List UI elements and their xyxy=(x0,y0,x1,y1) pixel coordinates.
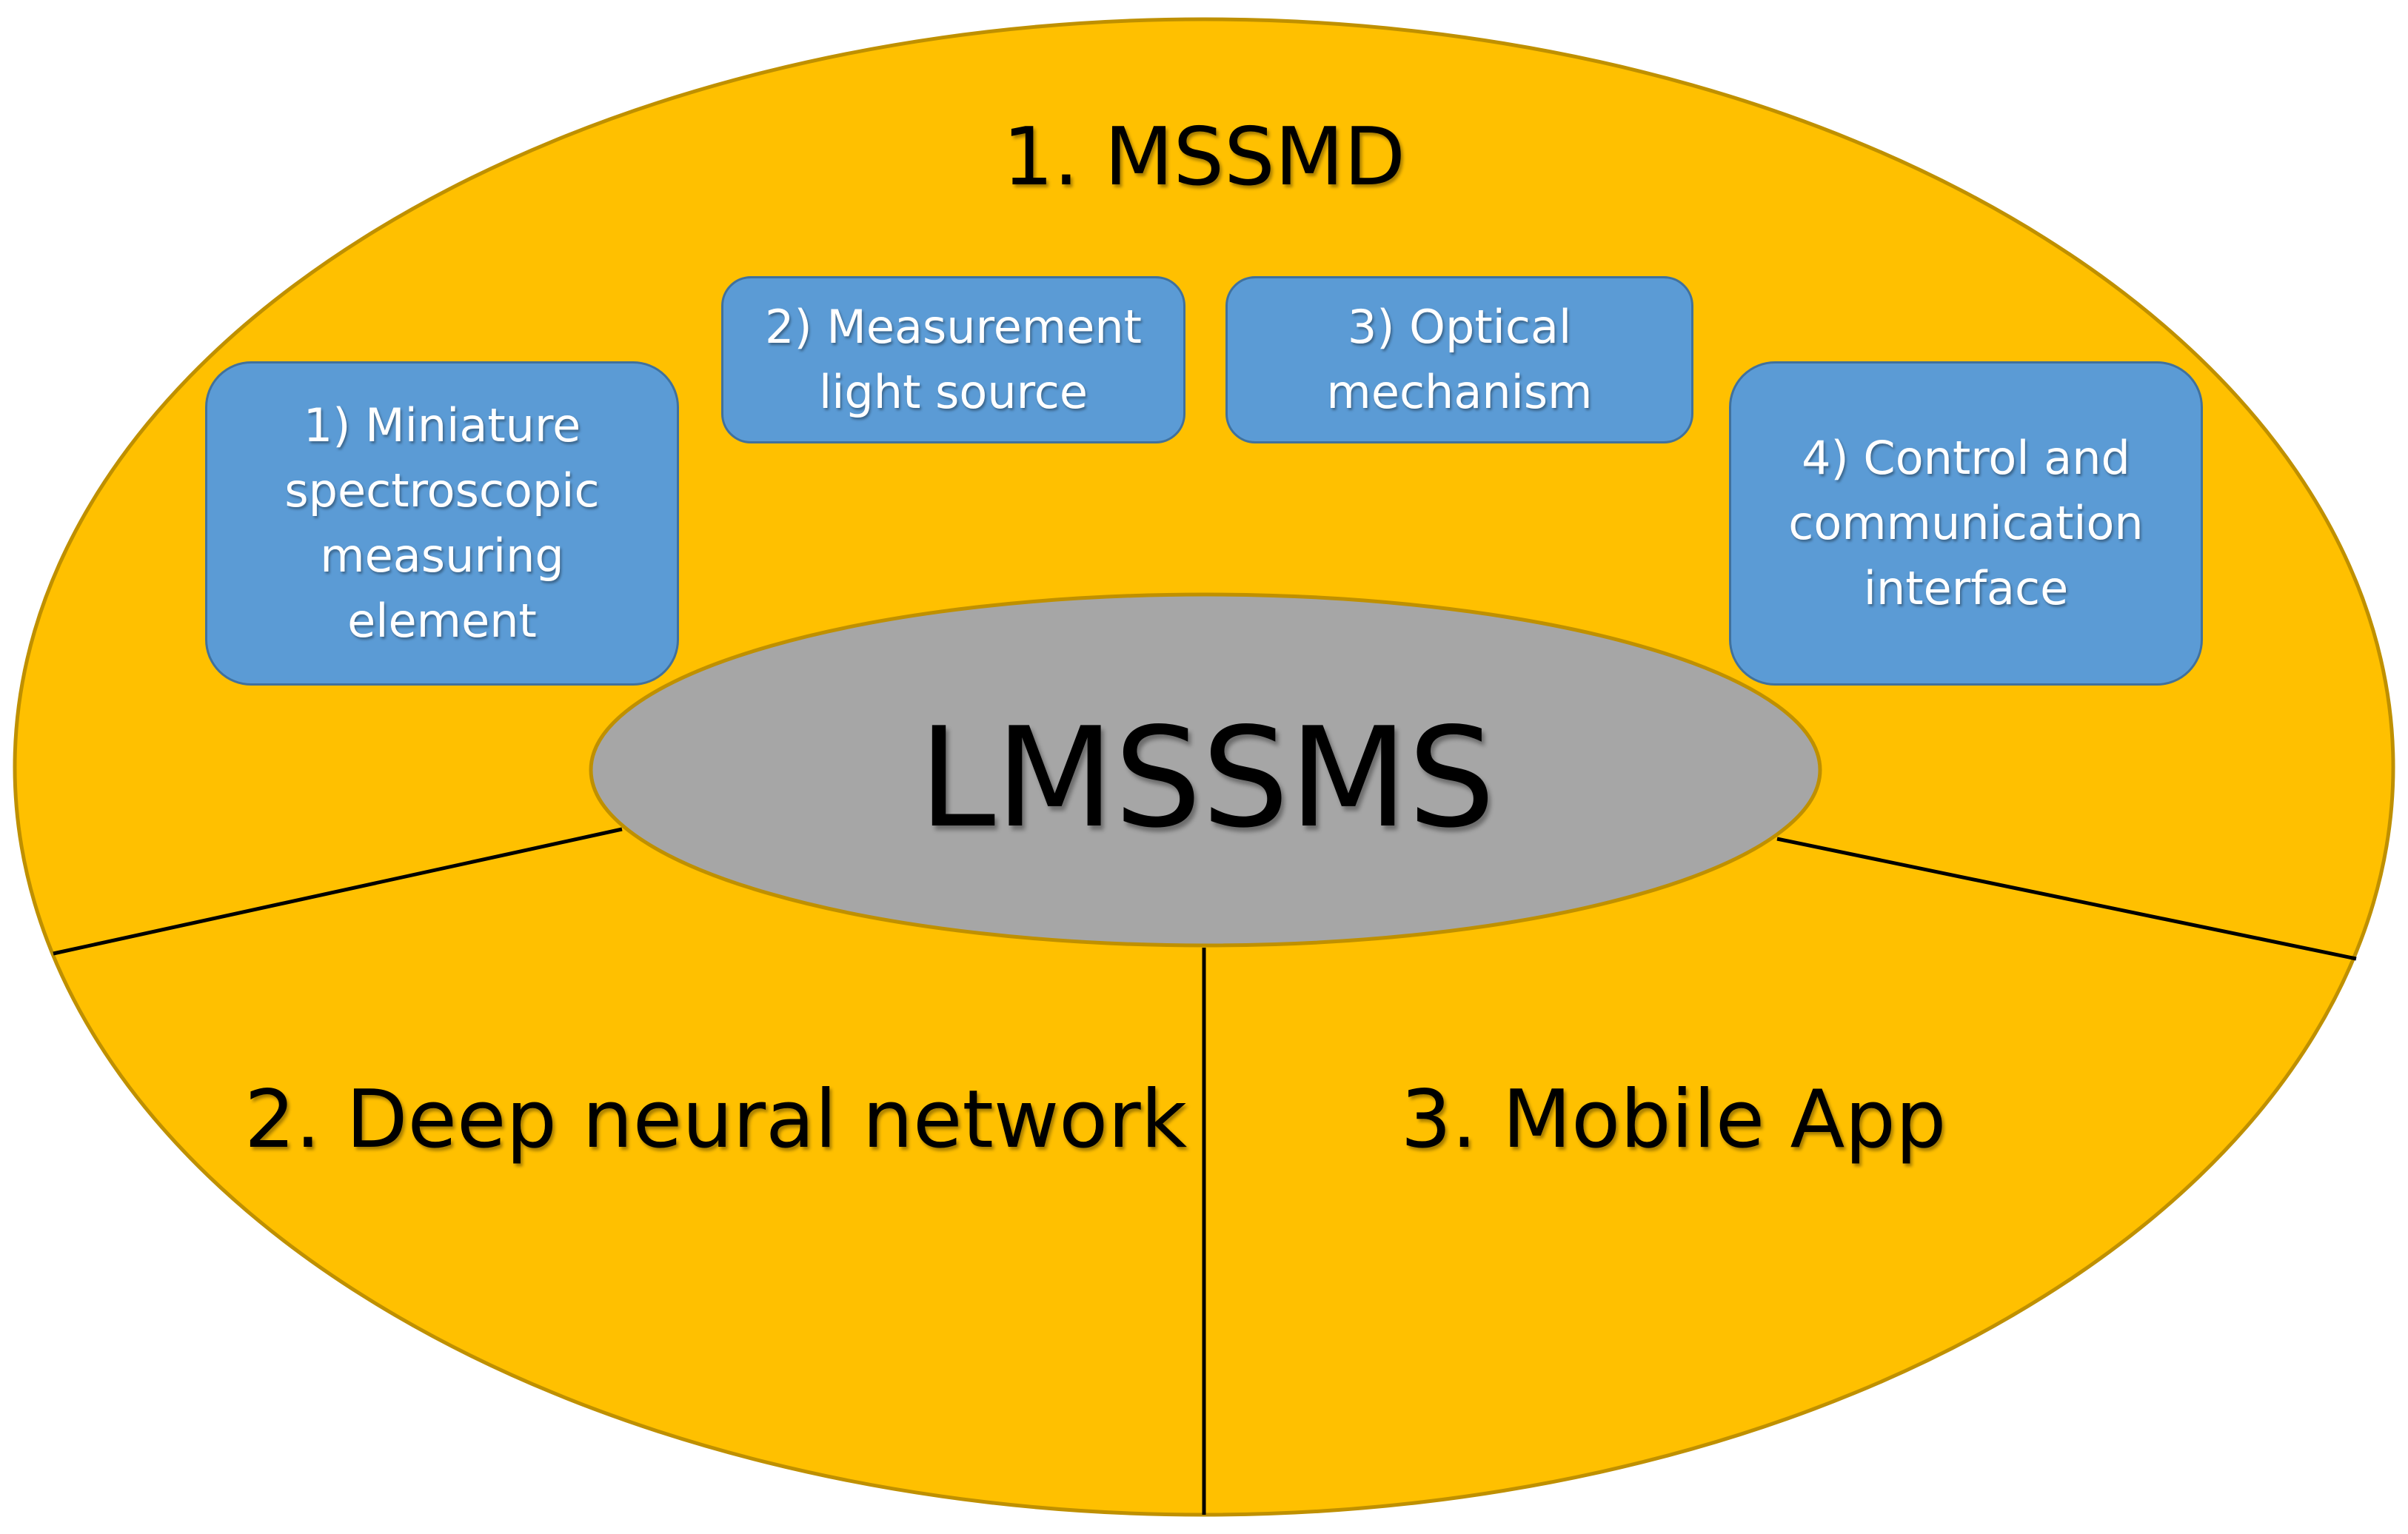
mobile-app-label: 3. Mobile App xyxy=(1400,1074,1947,1166)
component-4-line-1: 4) Control and xyxy=(1802,431,2130,485)
component-4-line-2: communication xyxy=(1788,496,2144,550)
component-2-line-1: 2) Measurement xyxy=(765,300,1142,354)
component-box-optical-mechanism: 3) Optical mechanism xyxy=(1225,276,1693,443)
divider-line-left xyxy=(53,827,623,956)
component-2-line-2: light source xyxy=(818,365,1088,419)
component-box-measurement-light-source: 2) Measurement light source xyxy=(721,276,1185,443)
component-3-line-1: 3) Optical xyxy=(1347,300,1572,354)
divider-line-right xyxy=(1776,837,2357,961)
component-3-line-2: mechanism xyxy=(1326,365,1593,419)
component-1-line-1: 1) Miniature xyxy=(303,398,581,452)
deep-neural-network-label: 2. Deep neural network xyxy=(244,1074,1188,1166)
component-1-line-4: element xyxy=(347,594,537,648)
mssmd-title: 1. MSSMD xyxy=(1002,111,1405,204)
component-box-control-communication: 4) Control and communication interface xyxy=(1729,361,2203,686)
lmssms-label: LMSSMS xyxy=(918,697,1496,858)
center-ellipse xyxy=(589,592,1822,948)
component-box-miniature-spectroscopic: 1) Miniature spectroscopic measuring ele… xyxy=(205,361,679,686)
component-4-line-3: interface xyxy=(1863,561,2069,615)
component-1-line-3: measuring xyxy=(320,529,564,583)
component-1-line-2: spectroscopic xyxy=(284,463,600,518)
